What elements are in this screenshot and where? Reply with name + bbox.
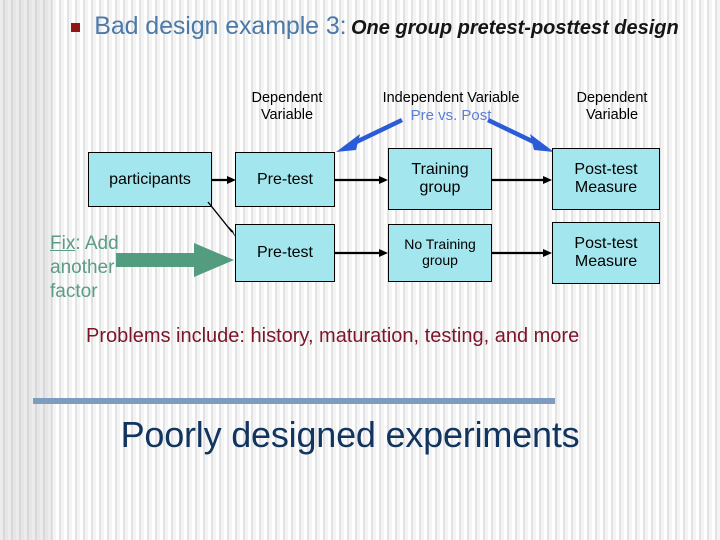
connector-arrow-training-to-posttest1 xyxy=(492,176,552,184)
box-participants[interactable]: participants xyxy=(88,152,212,207)
divider-rule xyxy=(33,398,555,404)
green-block-arrow-icon xyxy=(116,243,234,277)
connector-arrow-pretest1-to-training xyxy=(335,176,388,184)
title-main-text: Bad design example 3: xyxy=(94,12,347,40)
fix-note: Fix: Add another factor xyxy=(50,232,130,304)
title-subtitle-text: One group pretest-posttest design xyxy=(350,17,679,39)
fix-label: Fix xyxy=(50,233,76,254)
box-post-test-measure-1[interactable]: Post-test Measure xyxy=(552,148,660,210)
title-line-1: Bad design example 3: One group pretest-… xyxy=(58,12,692,41)
fix-note-rest: : Add another factor xyxy=(50,233,119,302)
box-training-group[interactable]: Training group xyxy=(388,148,492,210)
column-header-independent: Independent Variable Pre vs. Post xyxy=(352,90,550,124)
box-post-test-measure-2[interactable]: Post-test Measure xyxy=(552,222,660,284)
pre-vs-post-label: Pre vs. Post xyxy=(410,106,492,124)
column-header-dependent-left: Dependent Variable xyxy=(251,90,323,123)
connector-arrow-pretest2-to-notraining xyxy=(335,249,388,257)
box-pretest-2[interactable]: Pre-test xyxy=(235,224,335,282)
independent-variable-label: Independent Variable xyxy=(382,90,520,106)
square-bullet-icon xyxy=(71,23,81,33)
box-no-training-group[interactable]: No Training group xyxy=(388,224,492,282)
connector-arrow-notraining-to-posttest2 xyxy=(492,249,552,257)
footer-heading: Poorly designed experiments xyxy=(120,414,580,455)
slide-title: Bad design example 3: One group pretest-… xyxy=(58,12,692,41)
problems-note: Problems include: history, maturation, t… xyxy=(86,325,580,347)
box-pretest-1[interactable]: Pre-test xyxy=(235,152,335,207)
column-header-dependent-right: Dependent Variable xyxy=(576,90,648,123)
